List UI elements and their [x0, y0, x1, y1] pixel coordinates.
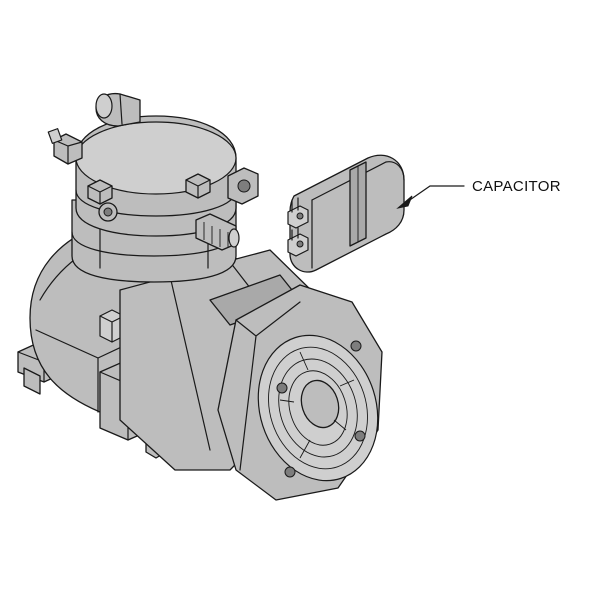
compressor-assembly [17, 92, 383, 501]
top-elbow-fitting [95, 92, 141, 127]
head-port-front [98, 202, 118, 222]
arrow-head-icon [396, 195, 413, 209]
leader-line [403, 185, 465, 205]
right-threaded-fitting [195, 213, 240, 251]
bolt-icon [276, 382, 288, 394]
bolt-icon [350, 340, 362, 352]
bolt-icon [185, 173, 211, 199]
callout-label-capacitor: CAPACITOR [472, 178, 561, 195]
bolt-icon [354, 430, 366, 442]
bolt-icon [284, 466, 296, 478]
head-bolts [87, 173, 211, 205]
capacitor [287, 154, 405, 273]
motor-end-cap [217, 284, 383, 501]
callout-capacitor: CAPACITOR [396, 178, 561, 209]
head-port-right [227, 167, 259, 205]
left-valve-fitting [47, 128, 83, 165]
side-boss [99, 309, 125, 343]
bolt-icon [87, 179, 113, 205]
